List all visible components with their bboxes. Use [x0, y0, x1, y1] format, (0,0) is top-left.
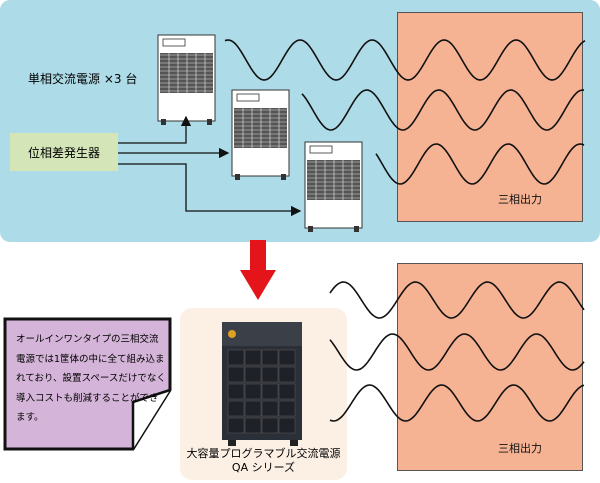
output-label: 三相出力 — [498, 442, 542, 455]
single-phase-unit — [157, 34, 216, 125]
note-text: オールインワンタイプの三相交流電源では1筐体の中に全て組み込まれており、設置スペ… — [16, 334, 166, 423]
signal-arrows — [118, 115, 302, 217]
product-series: QA シリーズ — [231, 461, 296, 474]
sine-wave — [329, 333, 585, 371]
qa-series-cabinet — [222, 322, 302, 446]
sine-wave — [301, 89, 585, 131]
single-phase-label: 単相交流電源 ×3 台 — [28, 72, 138, 86]
down-arrow-icon — [240, 240, 276, 300]
sine-waves — [224, 39, 586, 422]
single-phase-unit — [304, 141, 363, 232]
three-phase-output-area-bottom: 三相出力 — [397, 263, 583, 471]
single-phase-unit — [231, 89, 290, 180]
sine-wave — [329, 281, 585, 319]
three-phase-output-area-top: 三相出力 — [397, 12, 583, 222]
sine-wave — [375, 143, 585, 185]
product-name: 大容量プログラマブル交流電源 — [186, 447, 341, 460]
phase-generator-label: 位相差発生器 — [27, 145, 100, 160]
single-phase-units — [157, 34, 363, 232]
sine-wave — [224, 39, 586, 81]
phase-generator-box: 位相差発生器 — [10, 133, 118, 171]
sine-wave — [329, 384, 585, 422]
output-label: 三相出力 — [498, 193, 542, 206]
